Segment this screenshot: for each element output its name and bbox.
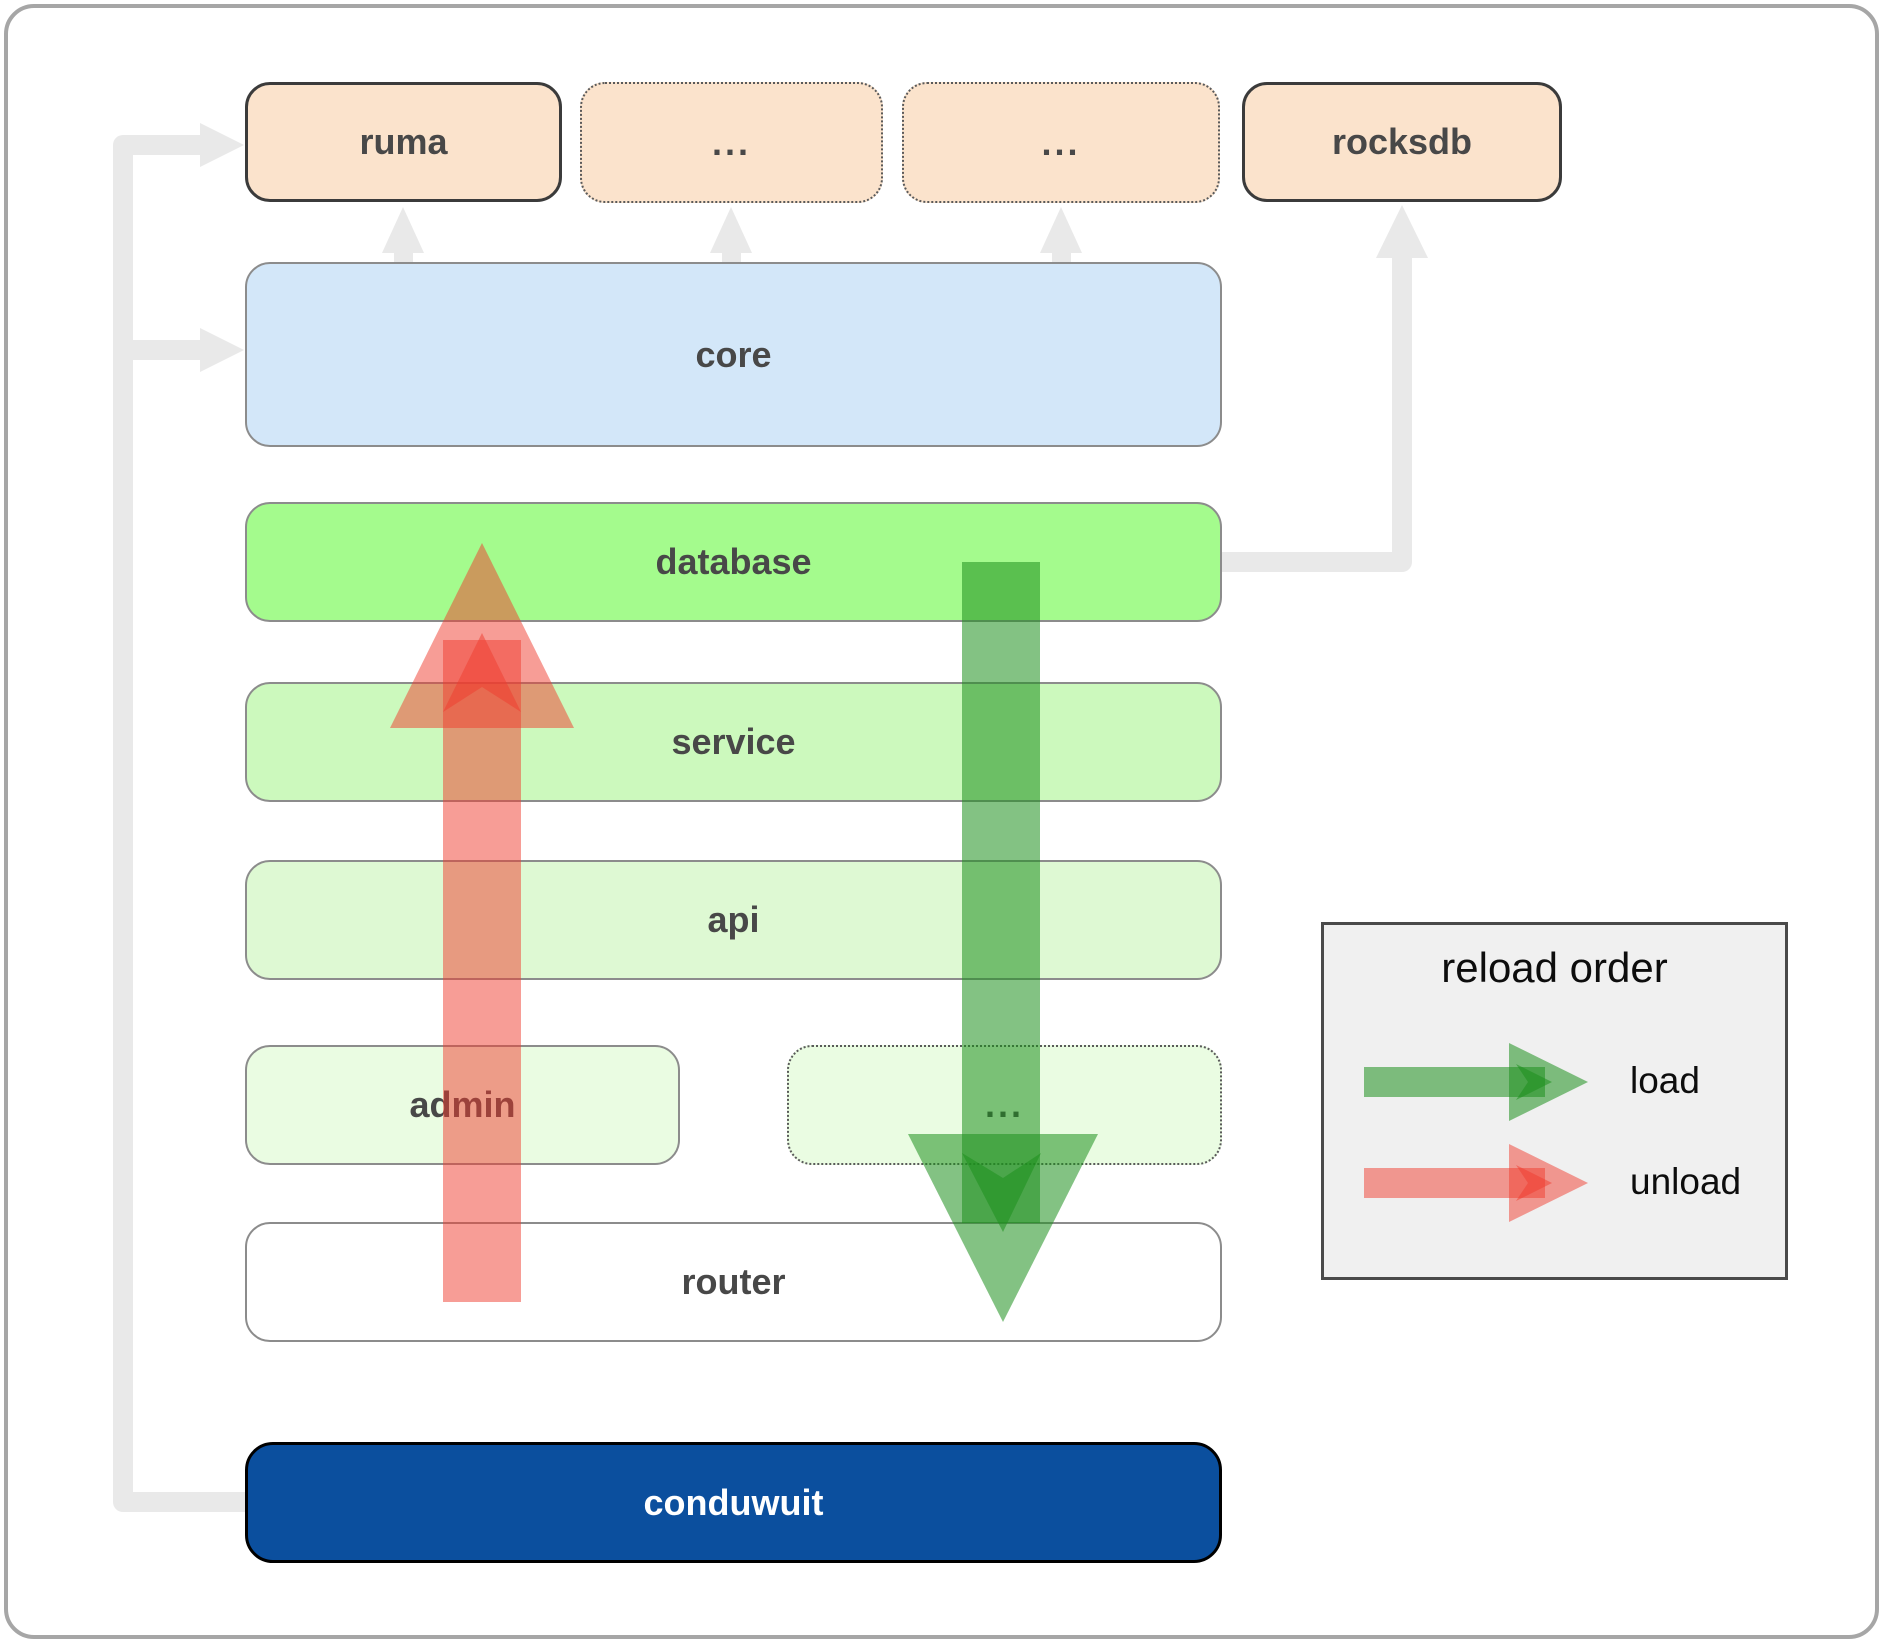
box-ellipsis-top-2: ... [902, 82, 1220, 203]
box-api: api [245, 860, 1222, 980]
box-core: core [245, 262, 1222, 447]
box-ellipsis-top-1: ... [580, 82, 883, 203]
legend-unload-label: unload [1630, 1161, 1742, 1202]
box-conduwuit: conduwuit [245, 1442, 1222, 1563]
legend-load-label: load [1630, 1060, 1700, 1101]
box-rocksdb: rocksdb [1242, 82, 1562, 202]
legend-title: reload order [1441, 944, 1668, 991]
box-ruma: ruma [245, 82, 562, 202]
diagram-outer-frame [4, 4, 1879, 1639]
